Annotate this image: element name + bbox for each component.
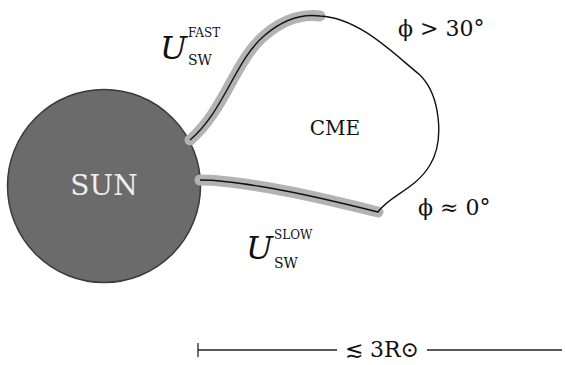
node-label: SUN	[70, 172, 137, 200]
node-label: CME	[310, 118, 360, 138]
cme-outline	[190, 16, 439, 212]
velocity-symbol: U	[246, 232, 273, 264]
subscript: SW	[188, 53, 212, 67]
cme-loop: CME	[190, 10, 452, 222]
superscript: SLOW	[274, 229, 312, 241]
scale-label: ≲ 3R⊙	[337, 339, 427, 361]
sun-circle: SUN	[6, 88, 202, 284]
node-outline	[190, 10, 452, 222]
angle-label: ϕ ≈ 0°	[418, 197, 490, 219]
superscript: FAST	[188, 27, 220, 39]
angle-label: ϕ > 30°	[398, 18, 484, 40]
cme-outline-group	[190, 16, 439, 212]
slow-wind-band	[200, 180, 378, 212]
velocity-symbol: U	[160, 32, 187, 64]
sun-disk	[8, 90, 201, 283]
scale-tick	[197, 343, 198, 357]
subscript: SW	[274, 256, 298, 270]
